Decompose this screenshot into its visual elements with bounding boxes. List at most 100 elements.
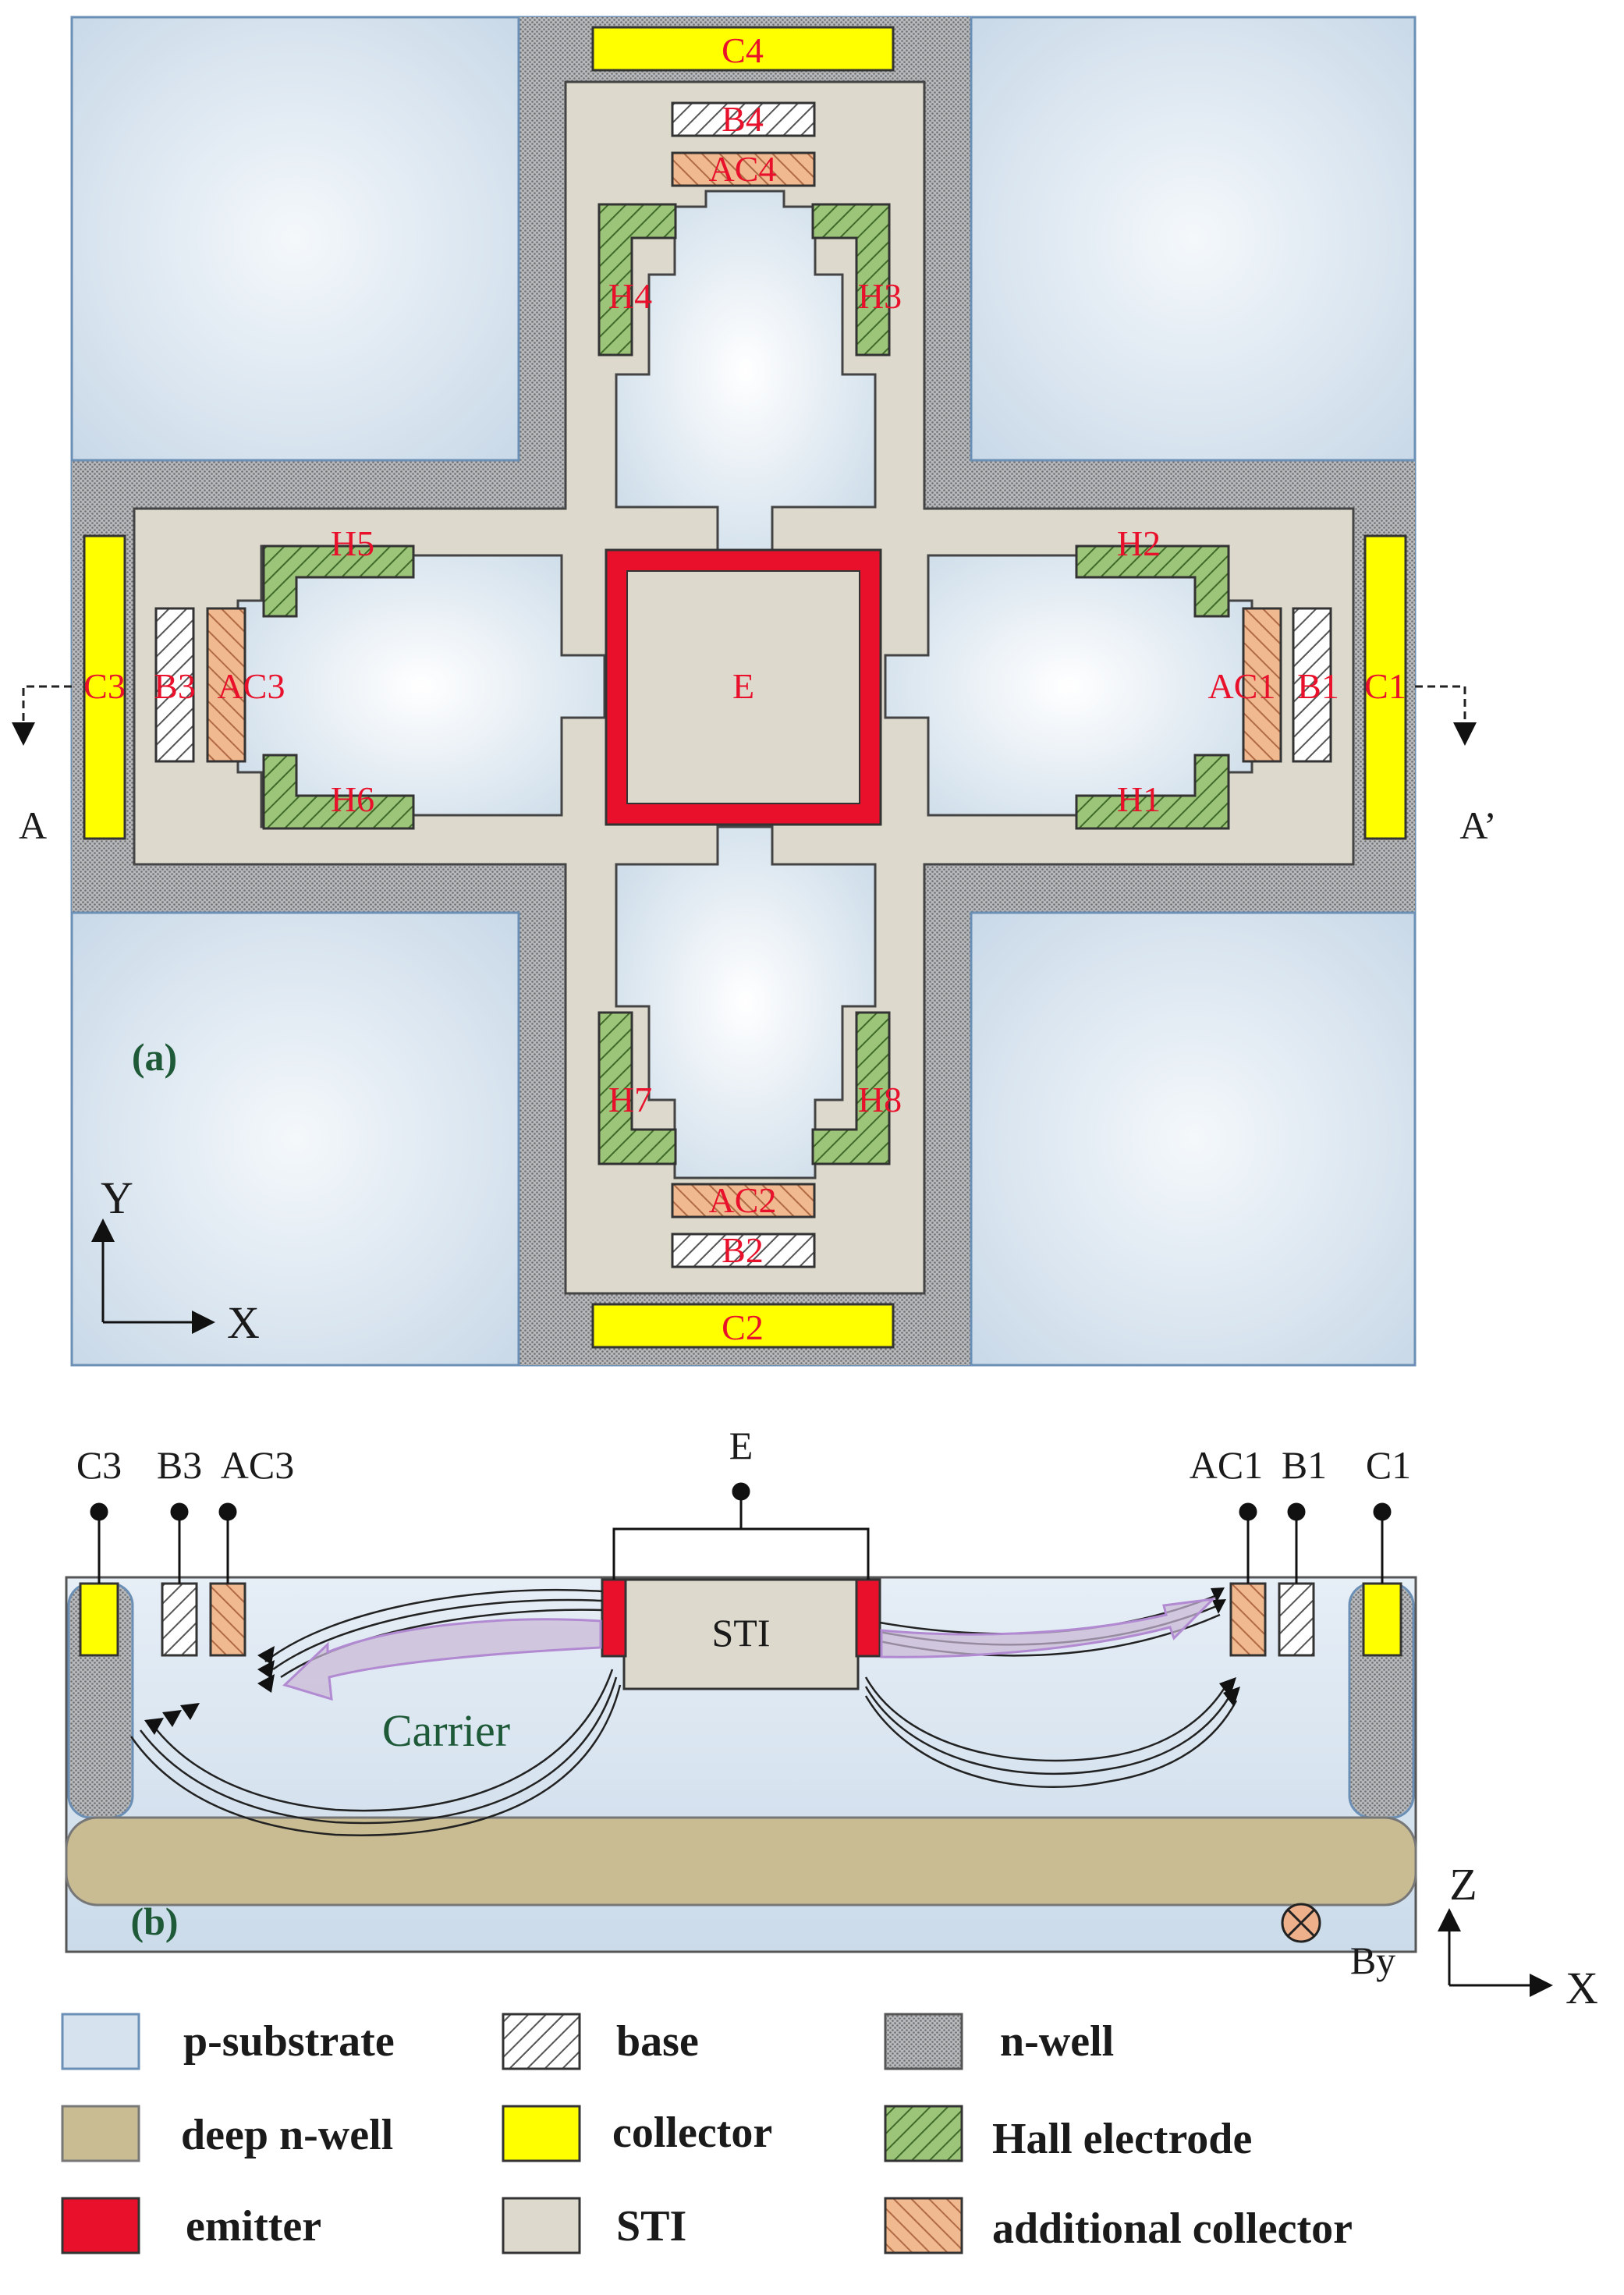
legend-label-hall-electrode: Hall electrode — [992, 2115, 1252, 2163]
base-b4 — [671, 101, 816, 137]
legend-swatch-sti — [502, 2197, 581, 2254]
b-emitter-left — [601, 1578, 627, 1658]
b-label-e: E — [729, 1424, 753, 1467]
legend-label-emitter: emitter — [186, 2202, 321, 2251]
section-marker-right — [1415, 685, 1477, 746]
emitter-sti-core — [626, 570, 860, 804]
panel-a-tag: (a) — [132, 1035, 177, 1079]
b-label-c3: C3 — [76, 1443, 122, 1487]
label-ac3: AC3 — [218, 666, 285, 706]
label-c2: C2 — [722, 1307, 764, 1347]
axis-y-label: Y — [101, 1172, 133, 1223]
hall-electrode-h5 — [262, 544, 415, 618]
collector-c3 — [83, 534, 126, 840]
legend-swatch-collector — [502, 2105, 581, 2162]
b-carrier-flow-right — [880, 1597, 1217, 1658]
label-h6: H6 — [331, 779, 374, 819]
label-h8: H8 — [858, 1080, 902, 1119]
panel-b-tag: (b) — [130, 1899, 178, 1943]
label-h1: H1 — [1117, 779, 1161, 819]
label-h3: H3 — [858, 276, 902, 316]
substrate-quadrant-bl — [70, 911, 520, 1367]
b-additional-collector-ac1 — [1229, 1582, 1267, 1657]
label-b3: B3 — [154, 666, 196, 706]
b-deep-n-well — [65, 1816, 1417, 1907]
additional-collector-ac3 — [206, 607, 246, 763]
b-field-into-page-icon — [1281, 1903, 1321, 1943]
section-label-left: A — [19, 803, 47, 847]
base-b1 — [1292, 607, 1332, 763]
b-sti-label: STI — [712, 1611, 771, 1655]
label-ac1: AC1 — [1208, 666, 1276, 706]
label-b2: B2 — [722, 1230, 764, 1270]
legend-label-n-well: n-well — [1000, 2017, 1114, 2066]
legend-label-p-substrate: p-substrate — [183, 2017, 395, 2066]
legend-swatch-n-well — [884, 2013, 963, 2070]
b-carrier-label: Carrier — [382, 1705, 510, 1756]
label-h5: H5 — [331, 523, 374, 563]
label-c3: C3 — [83, 666, 126, 706]
legend-swatch-additional-collector — [884, 2197, 963, 2254]
label-h2: H2 — [1117, 523, 1161, 563]
label-h7: H7 — [608, 1080, 652, 1119]
legend-swatch-base — [502, 2013, 581, 2070]
legend-label-base: base — [616, 2017, 699, 2066]
section-label-right: A’ — [1459, 803, 1496, 847]
window-bottom — [615, 825, 877, 1179]
b-additional-collector-ac3 — [209, 1582, 246, 1657]
legend: p-substrate deep n-well emitter base col… — [61, 2013, 1353, 2254]
b-carrier-flow-left — [282, 1618, 602, 1701]
additional-collector-ac4 — [671, 151, 816, 187]
b-label-b1: B1 — [1282, 1443, 1327, 1487]
hall-electrode-h7 — [597, 1011, 677, 1165]
substrate-quadrant-tl — [70, 16, 520, 462]
label-h4: H4 — [608, 276, 652, 316]
b-emitter-right — [855, 1578, 881, 1658]
label-b1: B1 — [1297, 666, 1339, 706]
b-axis-z-label: Z — [1449, 1859, 1477, 1910]
label-c1: C1 — [1364, 666, 1406, 706]
legend-label-additional-collector: additional collector — [992, 2205, 1353, 2253]
b-collector-c1 — [1362, 1582, 1402, 1657]
b-label-b3: B3 — [157, 1443, 202, 1487]
legend-label-sti: STI — [616, 2202, 686, 2251]
hall-electrode-h6 — [262, 754, 415, 830]
panel-b: STI C3 B3 AC3 E AC1 B1 C1 — [65, 1424, 1598, 2013]
b-terminal-wires — [90, 1482, 1392, 1584]
substrate-quadrant-br — [970, 911, 1417, 1367]
b-collector-c3 — [79, 1582, 119, 1657]
additional-collector-ac2 — [671, 1183, 816, 1218]
legend-swatch-hall-electrode — [884, 2105, 963, 2162]
hall-electrode-h8 — [811, 1011, 891, 1165]
legend-label-collector: collector — [612, 2109, 772, 2157]
b-label-c1: C1 — [1366, 1443, 1411, 1487]
b-axis-x-label: X — [1565, 1963, 1598, 2013]
collector-c2 — [591, 1303, 895, 1349]
emitter-label: E — [732, 666, 754, 706]
legend-swatch-emitter — [61, 2197, 140, 2254]
b-base-b1 — [1278, 1582, 1315, 1657]
legend-swatch-deep-n-well — [61, 2105, 140, 2162]
label-c4: C4 — [722, 30, 764, 70]
window-top — [615, 190, 877, 552]
b-field-label: By — [1350, 1939, 1395, 1982]
b-label-ac3: AC3 — [221, 1443, 294, 1487]
collector-c1 — [1363, 534, 1407, 840]
label-ac2: AC2 — [709, 1180, 777, 1220]
panel-a: E C4 C2 C3 C1 B4 B2 B3 B1 — [12, 16, 1497, 1367]
b-carrier-arrowheads — [144, 1587, 1240, 1735]
legend-label-deep-n-well: deep n-well — [181, 2111, 393, 2159]
hall-electrode-h3 — [811, 203, 891, 356]
label-b4: B4 — [722, 99, 764, 139]
collector-c4 — [591, 26, 895, 72]
b-base-b3 — [161, 1582, 198, 1657]
label-ac4: AC4 — [709, 149, 777, 189]
substrate-quadrant-tr — [970, 16, 1417, 462]
base-b2 — [671, 1233, 816, 1268]
hall-electrode-h2 — [1075, 544, 1230, 618]
axis-x-label: X — [227, 1297, 260, 1348]
base-b3 — [154, 607, 195, 763]
b-label-ac1: AC1 — [1190, 1443, 1263, 1487]
hall-electrode-h4 — [597, 203, 677, 356]
